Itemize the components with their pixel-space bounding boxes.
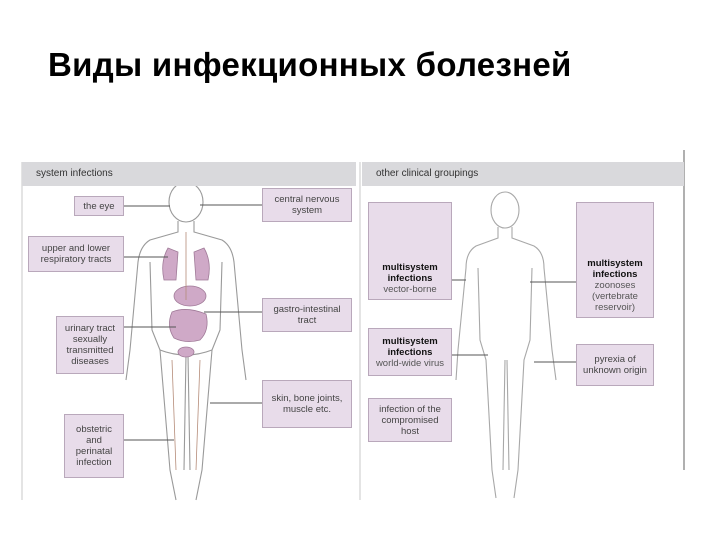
right-body-figure: [455, 191, 557, 499]
label-obstetric-perinatal: obstetric and perinatal infection: [64, 414, 124, 478]
label-respiratory-tracts: upper and lower respiratory tracts: [28, 236, 124, 272]
left-body-vessels: [171, 232, 201, 471]
label-multisystem-zoonoses: multisystem infections zoonoses (vertebr…: [576, 202, 654, 318]
label-multisystem-vector-borne: multisystem infections vector-borne: [368, 202, 452, 300]
label-compromised-host: infection of the compromised host: [368, 398, 452, 442]
label-the-eye: the eye: [74, 196, 124, 216]
right-panel-header: other clinical groupings: [362, 162, 684, 186]
intestines: [169, 309, 208, 342]
slide-title: Виды инфекционных болезней: [48, 46, 572, 83]
vector-title: multisystem infections: [382, 262, 438, 284]
label-skin-bone-joints: skin, bone joints, muscle etc.: [262, 380, 352, 428]
left-body-organs: [162, 247, 210, 358]
label-gastro-intestinal-tract: gastro-intestinal tract: [262, 298, 352, 332]
worldwide-subtitle: world-wide virus: [375, 357, 445, 369]
lung-left: [162, 247, 179, 281]
zoonoses-subtitle: zoonoses (vertebrate reservoir): [592, 280, 638, 313]
zoonoses-title: multisystem infections: [587, 258, 643, 280]
label-urinary-tract: urinary tract sexually transmitted disea…: [56, 316, 124, 374]
lung-right: [193, 247, 210, 281]
worldwide-title: multisystem infections: [382, 335, 438, 358]
left-panel-header: system infections: [22, 162, 356, 186]
vector-subtitle: vector-borne: [383, 284, 437, 295]
label-central-nervous-system: central nervous system: [262, 188, 352, 222]
label-multisystem-worldwide: multisystem infections world-wide virus: [368, 328, 452, 376]
label-pyrexia-unknown-origin: pyrexia of unknown origin: [576, 344, 654, 386]
bladder: [177, 346, 195, 358]
stomach: [173, 285, 207, 307]
